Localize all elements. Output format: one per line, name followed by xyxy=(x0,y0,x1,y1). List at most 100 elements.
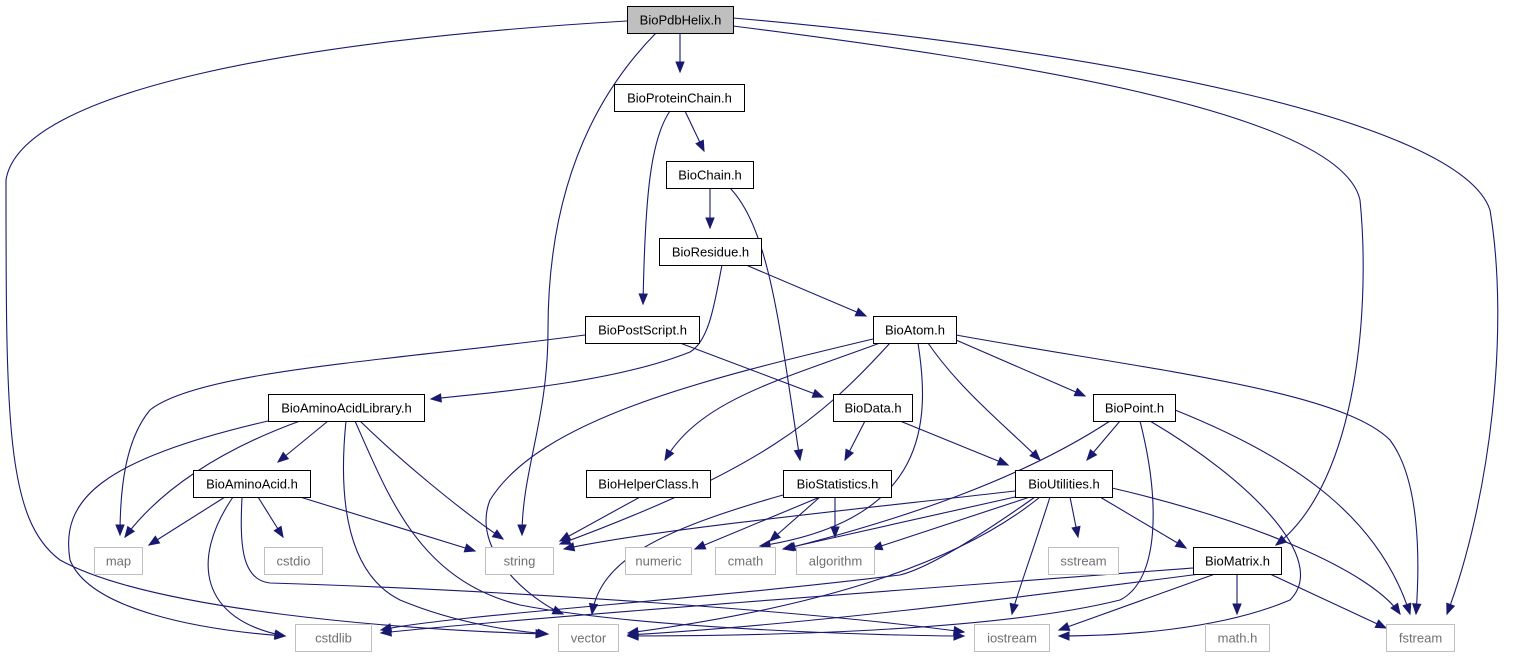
node-biomatrix-h[interactable]: BioMatrix.h xyxy=(1193,547,1282,575)
node-box xyxy=(625,547,692,575)
edge-biostatistics-h-to-cmath xyxy=(769,496,821,542)
arrowhead-biodata-h-to-biostatistics-h xyxy=(844,448,855,462)
node-label: fstream xyxy=(1399,631,1442,646)
node-box xyxy=(873,316,957,344)
node-box xyxy=(264,547,323,575)
edge-bioatom-h-to-vector xyxy=(485,338,874,615)
edge-bioaminoacidlibrary-h-to-string xyxy=(359,420,504,540)
node-label: BioChain.h xyxy=(678,168,742,183)
edge-bioaminoacid-h-to-cstdlib xyxy=(207,496,286,637)
edge-biopoint-h-to-fstream xyxy=(1174,409,1411,615)
arrowhead-biochain-h-to-bioresidue-h xyxy=(705,217,715,230)
edge-biomatrix-h-to-vector xyxy=(627,573,1201,636)
node-label: math.h xyxy=(1218,631,1258,646)
node-biopoint-h[interactable]: BioPoint.h xyxy=(1093,394,1176,422)
node-box xyxy=(485,547,554,575)
edge-biopdbhelix-h-to-string xyxy=(521,32,657,536)
edge-biopdbhelix-h-to-biomatrix-h xyxy=(732,25,1364,546)
node-label: BioPoint.h xyxy=(1105,401,1164,416)
edge-biomatrix-h-to-cstdlib xyxy=(380,567,1194,634)
edge-biochain-h-to-biostatistics-h xyxy=(729,187,801,461)
edge-biopostscript-h-to-map xyxy=(119,334,586,536)
node-box xyxy=(558,624,619,652)
node-fstream: fstream xyxy=(1386,624,1455,652)
node-iostream: iostream xyxy=(974,624,1050,652)
arrowhead-bioresidue-h-to-bioatom-h xyxy=(854,307,868,317)
arrowhead-bioproteinchain-h-to-biochain-h xyxy=(695,139,705,153)
node-label: BioHelperClass.h xyxy=(598,477,698,492)
arrowhead-bioutilities-h-to-cmath xyxy=(781,542,795,552)
arrowhead-bioatom-h-to-bioutilities-h xyxy=(1029,449,1041,461)
arrowhead-bioutilities-h-to-fstream xyxy=(1390,602,1401,616)
edge-bioaminoacidlibrary-h-to-vector xyxy=(342,420,549,635)
edge-bioaminoacid-h-to-map xyxy=(148,496,226,546)
node-biochain-h[interactable]: BioChain.h xyxy=(666,161,754,189)
edge-bioatom-h-to-bioutilities-h xyxy=(927,342,1041,461)
node-biohelperclass-h[interactable]: BioHelperClass.h xyxy=(586,470,711,498)
edges-layer xyxy=(5,17,1499,641)
node-algorithm: algorithm xyxy=(796,547,875,575)
arrowhead-biopostscript-h-to-biodata-h xyxy=(811,388,825,398)
arrowhead-bioaminoacidlibrary-h-to-string xyxy=(491,529,505,540)
edge-bioatom-h-to-biohelperclass-h xyxy=(664,342,881,461)
arrowhead-biopoint-h-to-iostream xyxy=(1057,631,1070,641)
node-bioatom-h[interactable]: BioAtom.h xyxy=(873,316,957,344)
edge-biodata-h-to-bioutilities-h xyxy=(899,420,1009,466)
nodes-layer: BioPdbHelix.hBioProteinChain.hBioChain.h… xyxy=(94,6,1455,652)
arrowhead-bioproteinchain-h-to-biopostscript-h xyxy=(638,293,648,306)
arrowhead-biopdbhelix-h-to-bioproteinchain-h xyxy=(675,61,685,74)
node-label: BioData.h xyxy=(844,401,901,416)
arrowhead-biostatistics-h-to-cmath xyxy=(768,530,782,542)
edge-biohelperclass-h-to-string xyxy=(559,496,641,542)
node-label: vector xyxy=(571,631,607,646)
arrowhead-bioaminoacid-h-to-map xyxy=(147,535,161,546)
node-label: BioStatistics.h xyxy=(797,477,879,492)
node-biodata-h[interactable]: BioData.h xyxy=(833,394,913,422)
edge-biomatrix-h-to-fstream xyxy=(1269,573,1387,629)
arrowhead-biomatrix-h-to-math-h xyxy=(1232,603,1242,616)
arrowhead-bioutilities-h-to-sstream xyxy=(1071,525,1081,539)
node-biopdbhelix-h[interactable]: BioPdbHelix.h xyxy=(627,6,734,34)
node-bioproteinchain-h[interactable]: BioProteinChain.h xyxy=(614,84,745,112)
node-string: string xyxy=(485,547,554,575)
arrowhead-bioaminoacid-h-to-string xyxy=(463,543,477,553)
node-box xyxy=(783,470,892,498)
node-cmath: cmath xyxy=(715,547,776,575)
arrowhead-bioaminoacidlibrary-h-to-map xyxy=(124,525,136,539)
edge-biomatrix-h-to-iostream xyxy=(1058,573,1216,631)
arrowhead-biostatistics-h-to-vector xyxy=(588,602,599,616)
node-label: BioAminoAcidLibrary.h xyxy=(281,401,412,416)
arrowhead-bioutilities-h-to-string xyxy=(562,542,576,552)
node-label: BioPostScript.h xyxy=(598,323,687,338)
edge-biopoint-h-to-vector xyxy=(627,420,1154,637)
arrowhead-bioaminoacid-h-to-iostream xyxy=(952,625,966,636)
node-bioaminoacidlibrary-h[interactable]: BioAminoAcidLibrary.h xyxy=(268,394,425,422)
node-bioresidue-h[interactable]: BioResidue.h xyxy=(659,238,762,266)
edge-bioutilities-h-to-vector xyxy=(627,496,1041,634)
node-box xyxy=(627,6,734,34)
node-biopostscript-h[interactable]: BioPostScript.h xyxy=(585,316,700,344)
node-box xyxy=(833,394,913,422)
edge-bioaminoacidlibrary-h-to-cstdlib xyxy=(68,420,286,637)
arrowhead-biopostscript-h-to-map xyxy=(115,524,125,537)
node-cstdio: cstdio xyxy=(264,547,323,575)
node-box xyxy=(586,470,711,498)
node-label: BioProteinChain.h xyxy=(627,91,732,106)
arrowhead-biomatrix-h-to-iostream xyxy=(1057,621,1071,631)
node-box xyxy=(1193,547,1282,575)
arrowhead-biodata-h-to-bioutilities-h xyxy=(996,456,1010,466)
node-label: BioUtilities.h xyxy=(1028,477,1100,492)
node-biostatistics-h[interactable]: BioStatistics.h xyxy=(783,470,892,498)
edge-bioutilities-h-to-cstdlib xyxy=(380,496,1036,631)
edge-biopoint-h-to-iostream xyxy=(1058,420,1302,637)
node-bioutilities-h[interactable]: BioUtilities.h xyxy=(1015,470,1113,498)
node-math-h: math.h xyxy=(1205,624,1270,652)
arrowhead-bioaminoacidlibrary-h-to-vector xyxy=(537,628,550,638)
edge-bioutilities-h-to-algorithm xyxy=(871,496,1031,550)
arrowhead-bioaminoacidlibrary-h-to-bioaminoacid-h xyxy=(276,451,290,463)
edge-bioutilities-h-to-biomatrix-h xyxy=(1099,496,1187,549)
node-label: BioResidue.h xyxy=(672,245,749,260)
arrowhead-biopoint-h-to-fstream xyxy=(1402,602,1412,616)
node-box xyxy=(1386,624,1455,652)
node-bioaminoacid-h[interactable]: BioAminoAcid.h xyxy=(193,470,311,498)
